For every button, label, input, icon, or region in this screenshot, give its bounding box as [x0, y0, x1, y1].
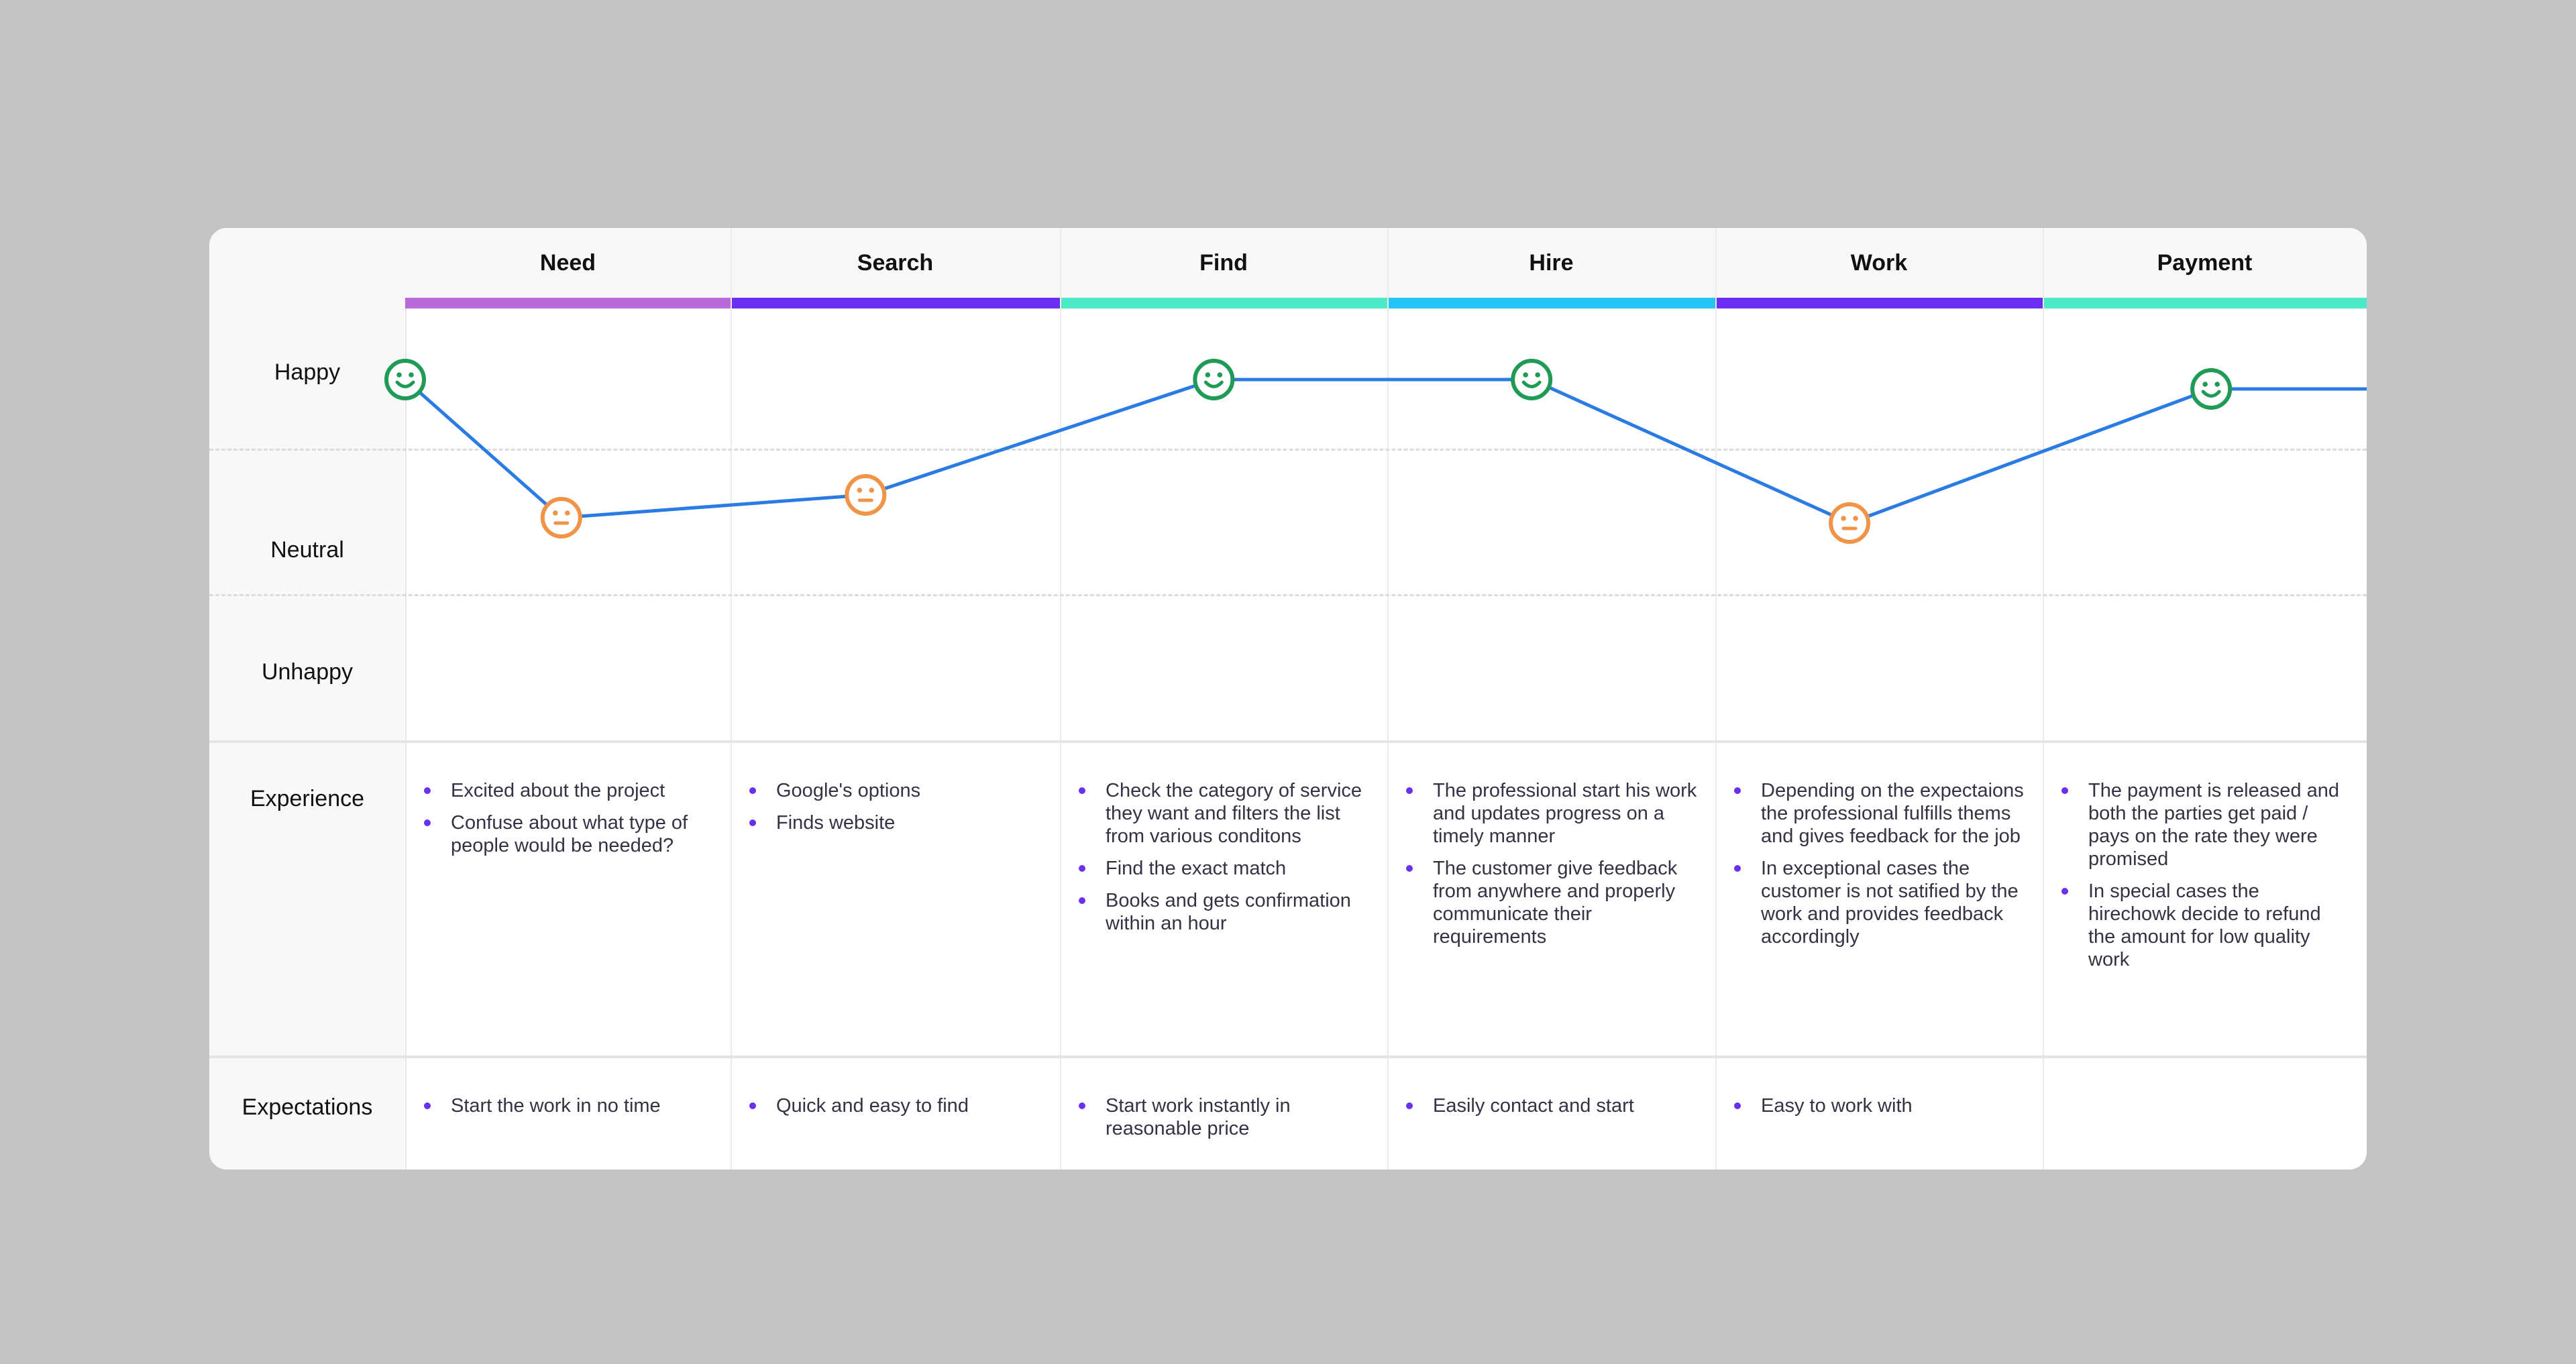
expectation-item: Start the work in no time [424, 1094, 716, 1117]
happy-face-icon-payment [2190, 368, 2233, 410]
stage-bar-search [731, 298, 1060, 308]
expectation-cell-need: Start the work in no time [424, 1094, 716, 1127]
expectation-item: Quick and easy to find [749, 1094, 1045, 1117]
stage-bar-payment [2043, 298, 2367, 308]
happy-face-icon-need [384, 359, 426, 400]
emotion-line [404, 378, 2367, 525]
stage-bar-find [1060, 298, 1387, 308]
emotion-journey-chart [384, 359, 2367, 544]
experience-cell-hire: The professional start his work and upda… [1406, 779, 1701, 958]
stage-header-search: Search [857, 249, 934, 276]
stage-header-hire: Hire [1529, 249, 1574, 276]
column-divider [2043, 228, 2044, 1170]
column-divider [731, 228, 732, 1170]
column-divider [1060, 228, 1061, 1170]
column-divider [1715, 228, 1717, 1170]
stage-header-work: Work [1850, 249, 1908, 276]
row-label-neutral: Neutral [270, 537, 344, 563]
experience-item: In special cases the hirechowk decide to… [2061, 880, 2352, 971]
experience-item: The professional start his work and upda… [1406, 779, 1701, 848]
experience-item: Books and gets confirmation within an ho… [1079, 889, 1373, 935]
experience-item: Confuse about what type of people would … [424, 811, 716, 857]
experience-item: Depending on the expectaions the profess… [1734, 779, 2028, 848]
neutral-face-icon-work [1829, 502, 1871, 544]
neutral-face-icon-search [845, 474, 887, 516]
experience-item: Find the exact match [1079, 857, 1373, 880]
row-label-expectations: Expectations [241, 1094, 373, 1120]
happy-face-icon-find [1193, 359, 1235, 400]
expectation-cell-search: Quick and easy to find [749, 1094, 1045, 1127]
experience-item: In exceptional cases the customer is not… [1734, 857, 2028, 948]
experience-cell-work: Depending on the expectaions the profess… [1734, 779, 2028, 958]
experience-item: The customer give feedback from anywhere… [1406, 857, 1701, 948]
row-label-unhappy: Unhappy [261, 659, 354, 685]
experience-item: Finds website [749, 811, 1045, 834]
journey-map-card: Need Search Find Hire Work Payment Happy Neut… [209, 228, 2367, 1170]
neutral-face-icon-need [540, 497, 582, 538]
expectation-cell-work: Easy to work with [1734, 1094, 2028, 1127]
stage-bar-work [1715, 298, 2043, 308]
column-divider [1387, 228, 1389, 1170]
experience-item: The payment is released and both the par… [2061, 779, 2352, 870]
stage-header-need: Need [539, 249, 596, 276]
expectation-item: Easily contact and start [1406, 1094, 1701, 1117]
stage-bar-need [405, 298, 731, 308]
stage-header-payment: Payment [2157, 249, 2253, 276]
row-label-experience: Experience [250, 786, 365, 811]
experience-item: Google's options [749, 779, 1045, 802]
neutral-unhappy-divider [209, 594, 2367, 596]
expectation-item: Start work instantly in reasonable price [1079, 1094, 1373, 1140]
row-label-column [209, 228, 407, 1170]
stage-header-band [405, 228, 2367, 298]
experience-item: Excited about the project [424, 779, 716, 802]
row-label-happy: Happy [274, 359, 341, 385]
happy-face-icon-hire [1511, 359, 1553, 400]
experience-cell-payment: The payment is released and both the par… [2061, 779, 2352, 980]
expectation-cell-find: Start work instantly in reasonable price [1079, 1094, 1373, 1149]
stage-header-find: Find [1199, 249, 1248, 276]
expectation-cell-hire: Easily contact and start [1406, 1094, 1701, 1127]
happy-neutral-divider [209, 449, 2367, 451]
experience-cell-find: Check the category of service they want … [1079, 779, 1373, 944]
stage-bar-hire [1387, 298, 1715, 308]
expectation-item: Easy to work with [1734, 1094, 2028, 1117]
experience-item: Check the category of service they want … [1079, 779, 1373, 848]
experience-section-divider [209, 1056, 2367, 1058]
emotion-section-divider [209, 740, 2367, 743]
